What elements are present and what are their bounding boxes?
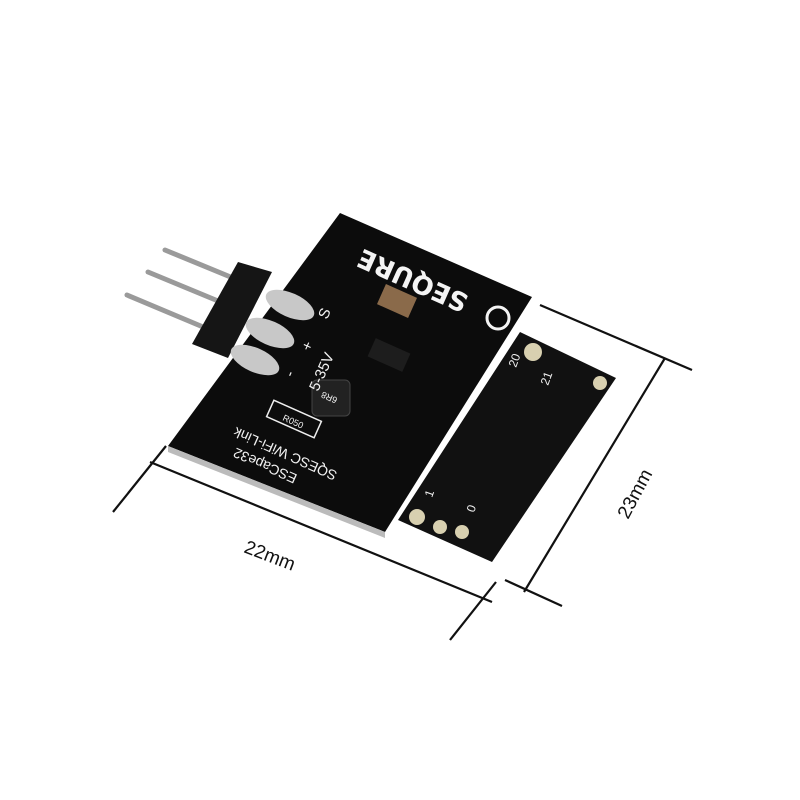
pin-header xyxy=(124,247,272,358)
height-dimension xyxy=(504,303,693,608)
module-pin-21: 21 xyxy=(538,369,556,387)
module-pin-20: 20 xyxy=(506,351,524,369)
pin-label-minus: - xyxy=(281,368,299,379)
module-pin-1: 1 xyxy=(422,488,438,499)
pcb-board: 6R8 R050 SEQURE S + - 5-35V SQESC WiFi-L… xyxy=(168,213,532,538)
width-label: 22mm xyxy=(241,537,298,576)
brand-logo-icon xyxy=(485,305,511,331)
height-label: 23mm xyxy=(614,466,657,522)
module-pin-0: 0 xyxy=(464,503,480,514)
width-dimension xyxy=(112,445,497,641)
wifi-module: 20 21 1 0 xyxy=(398,332,616,562)
